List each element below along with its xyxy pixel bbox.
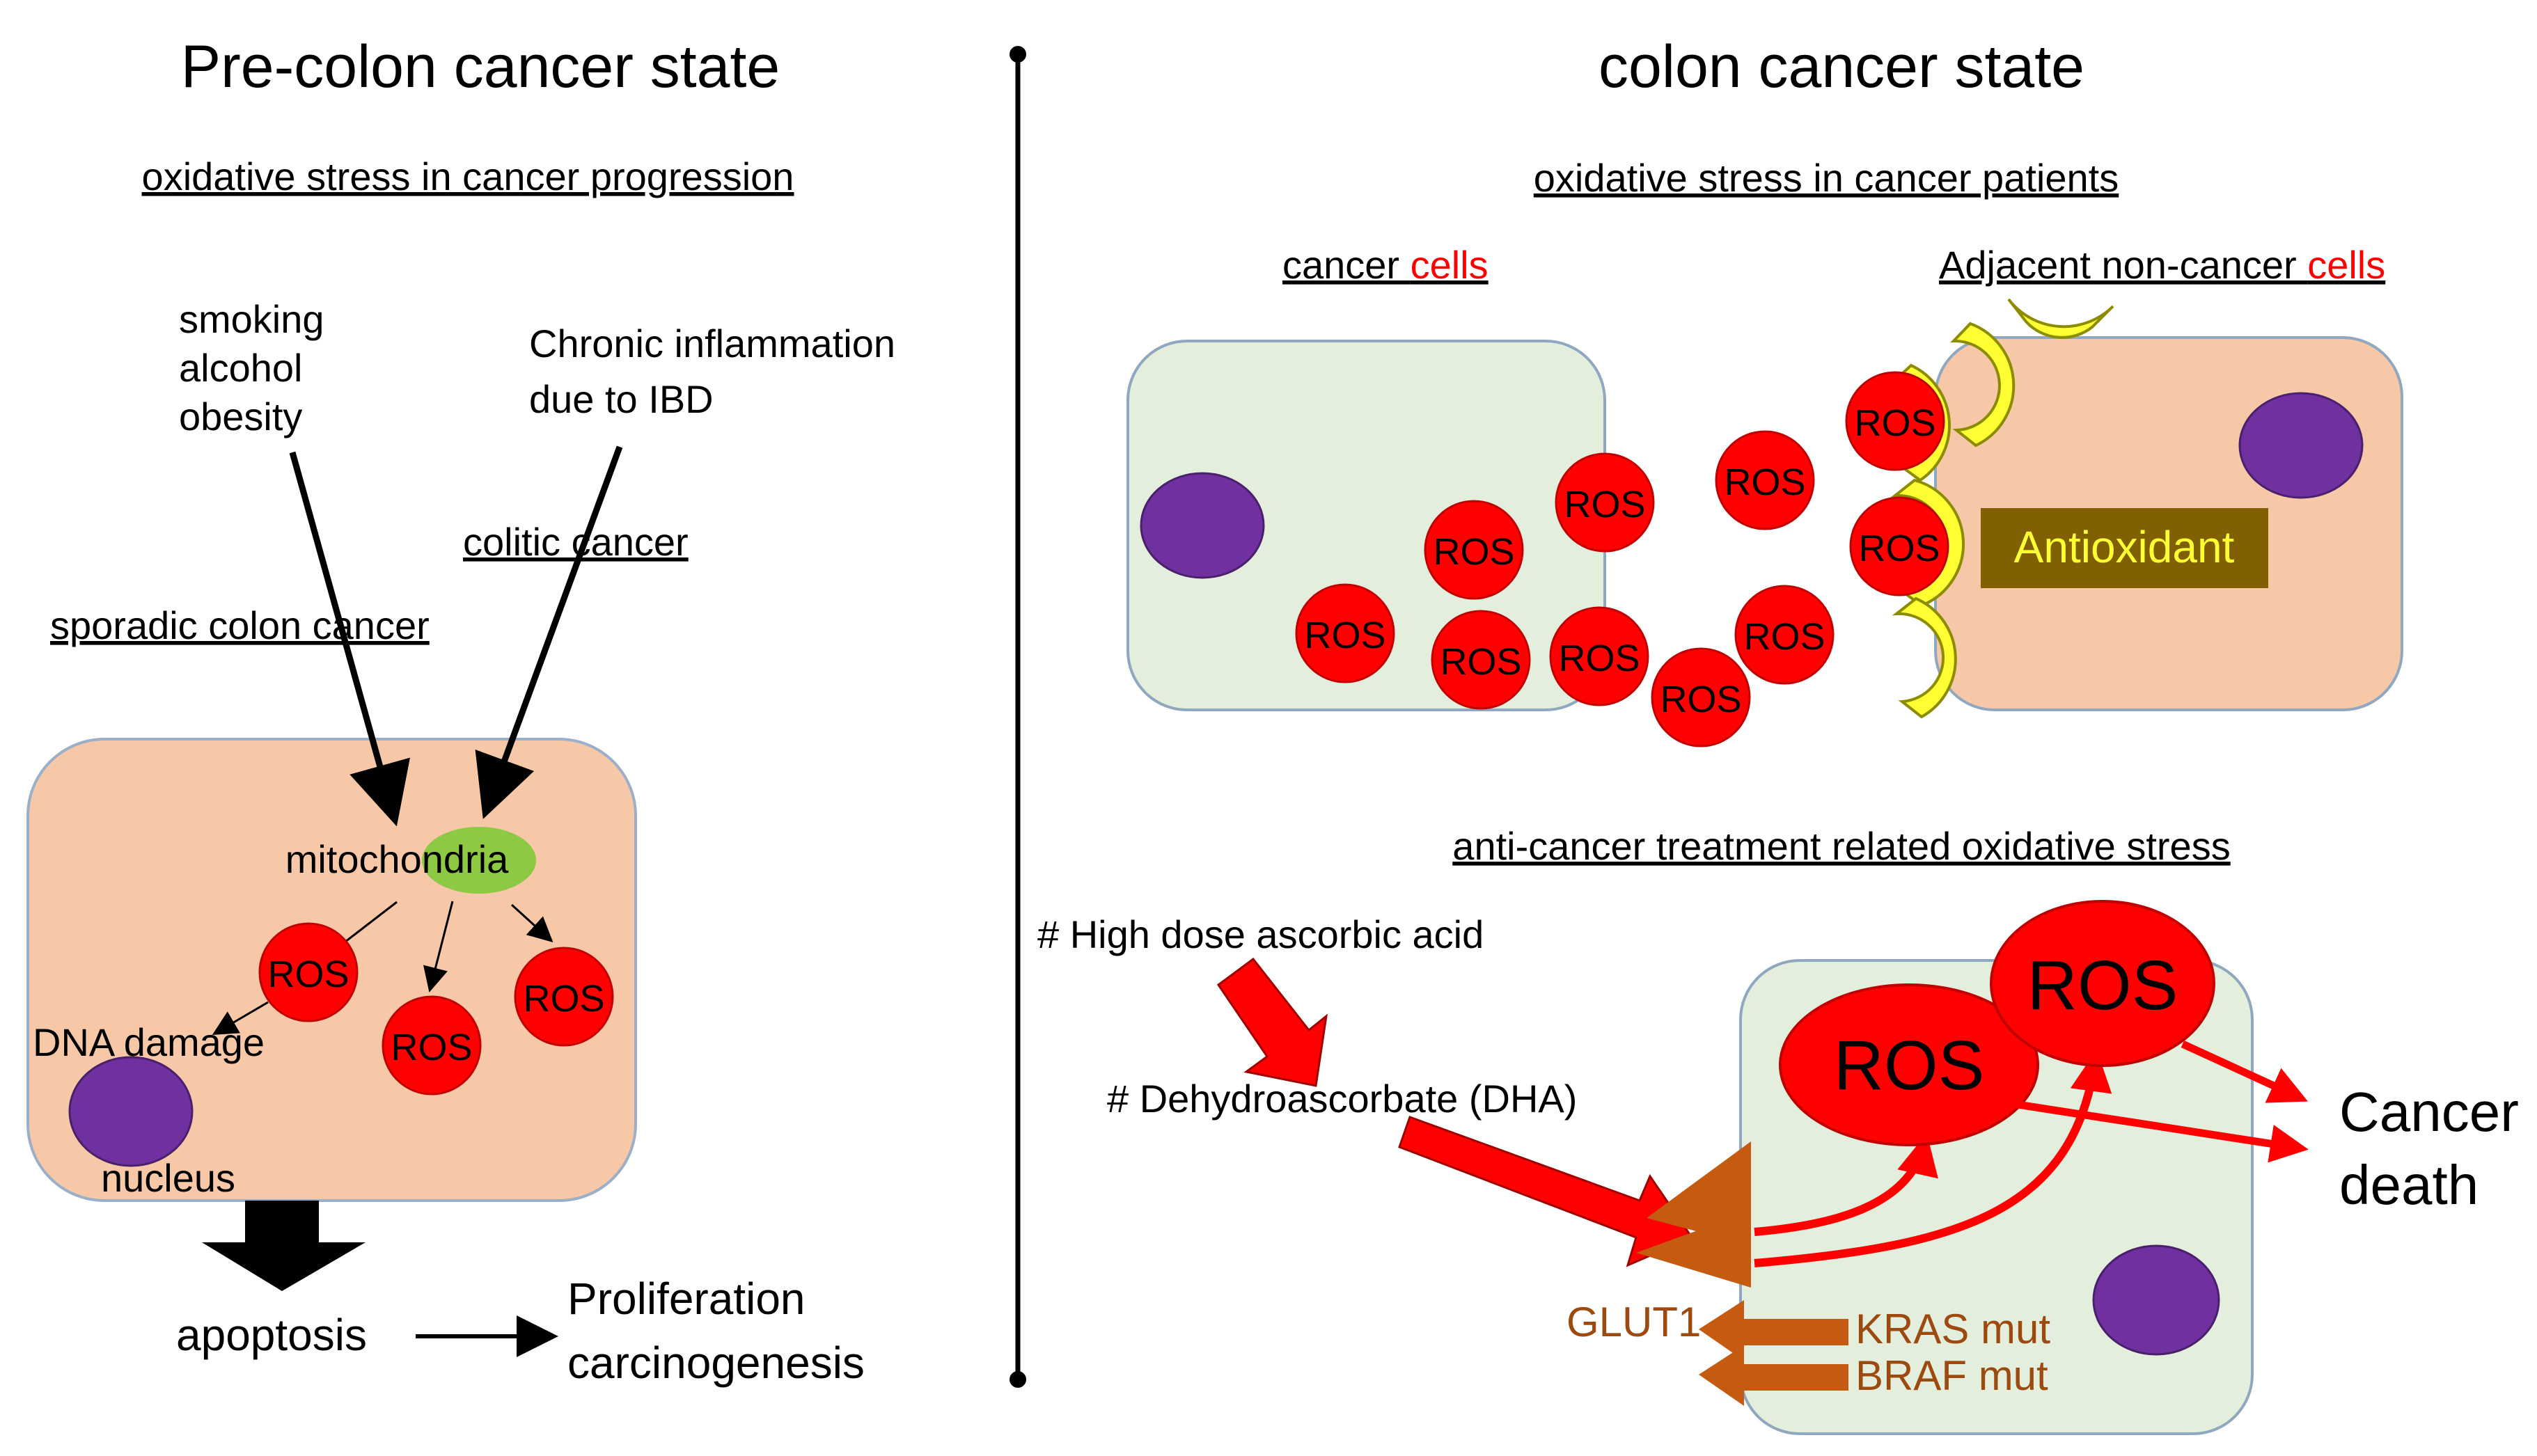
cancer-death-line1: Cancer: [2339, 1081, 2519, 1143]
svg-text:ROS: ROS: [523, 978, 604, 1020]
ros-molecule: ROS: [1845, 371, 1945, 471]
inflammation-label: Chronic inflammation due to IBD: [529, 322, 895, 421]
mitochondria-organelle: [422, 827, 536, 894]
ros-to-dna-arrow: [212, 1001, 269, 1036]
ros-molecule: ROS: [1715, 430, 1815, 530]
dna-damage-label: DNA damage: [33, 1020, 265, 1064]
svg-text:ROS: ROS: [1558, 638, 1640, 679]
adjacent-cells-label: Adjacent non-cancer cells: [1939, 243, 2385, 287]
inflammation-line2: due to IBD: [529, 377, 714, 421]
cancer-death-line2: death: [2339, 1154, 2479, 1216]
divider-end: [1010, 1371, 1026, 1388]
glut1-to-ros-arrow: [1754, 1133, 1938, 1236]
antioxidant-box: [1981, 508, 2268, 588]
mitochondria-label: mitochondria: [285, 837, 509, 881]
svg-text:ROS: ROS: [1724, 461, 1805, 503]
svg-text:ROS: ROS: [1564, 484, 1645, 525]
svg-text:ROS: ROS: [391, 1027, 472, 1068]
ros-molecule: ROS: [1549, 606, 1649, 706]
ros-molecule: ROS: [1651, 647, 1751, 747]
svg-text:ROS: ROS: [1854, 402, 1935, 444]
mito-to-ros-arrow: [510, 903, 553, 943]
svg-text:ROS: ROS: [1858, 528, 1940, 569]
divider-end: [1010, 46, 1026, 63]
inflammation-arrow: [475, 445, 623, 819]
sporadic-cancer-label: sporadic colon cancer: [50, 603, 430, 647]
factor-arrow: [289, 451, 411, 827]
factor-obesity: obesity: [179, 395, 302, 438]
nucleus-organelle: [68, 1056, 194, 1167]
inflammation-line1: Chronic inflammation: [529, 322, 895, 365]
factor-smoking: smoking: [179, 297, 324, 341]
svg-text:ROS: ROS: [1660, 679, 1741, 720]
treatment-subtitle: anti-cancer treatment related oxidative …: [1452, 824, 2230, 868]
glut1-transporter: [1647, 1141, 1751, 1246]
svg-text:ROS: ROS: [1433, 531, 1514, 573]
apoptosis-label: apoptosis: [176, 1310, 367, 1360]
ros-molecule: ROS: [382, 995, 482, 1095]
braf-to-glut1-arrow: [1699, 1345, 1848, 1406]
svg-text:ROS: ROS: [267, 953, 349, 995]
ros-molecule: ROS: [1555, 452, 1655, 553]
ros-molecule-large: ROS: [1990, 900, 2215, 1067]
ros-molecule: ROS: [514, 947, 614, 1047]
proliferation-label: Proliferation: [567, 1274, 806, 1324]
svg-text:ROS: ROS: [2027, 947, 2178, 1024]
ros-molecule-large: ROS: [1779, 983, 2039, 1146]
ascorbic-to-dha-arrow: [1216, 957, 1328, 1087]
right-subtitle: oxidative stress in cancer patients: [1534, 156, 2119, 200]
dha-label: # Dehydroascorbate (DHA): [1107, 1077, 1577, 1121]
kras-label: KRAS mut: [1855, 1306, 2050, 1352]
treatment-nucleus: [2092, 1244, 2220, 1356]
kras-to-glut1-arrow: [1699, 1300, 1848, 1361]
factor-alcohol: alcohol: [179, 346, 302, 390]
ros-molecule: ROS: [1849, 496, 1949, 596]
ros-molecule: ROS: [1295, 583, 1395, 683]
braf-label: BRAF mut: [1855, 1352, 2048, 1399]
svg-text:ROS: ROS: [1743, 616, 1825, 658]
glut1-label: GLUT1: [1566, 1299, 1701, 1345]
ros-molecule: ROS: [1431, 610, 1531, 710]
left-subtitle: oxidative stress in cancer progression: [142, 155, 794, 198]
cancer-cells-label: cancer cells: [1282, 243, 1489, 287]
lifestyle-factors: smoking alcohol obesity: [179, 297, 324, 438]
ros-to-death-arrow: [2181, 1040, 2308, 1103]
svg-text:ROS: ROS: [1834, 1027, 1985, 1105]
dha-to-glut1-arrow: [1398, 1116, 1694, 1267]
ros-to-death-arrow: [2008, 1099, 2309, 1163]
glut1-transporter: [1636, 1211, 1751, 1288]
ros-molecule: ROS: [258, 922, 359, 1022]
nucleus-label: nucleus: [101, 1156, 235, 1200]
mito-to-ros-arrow: [338, 901, 398, 948]
mito-to-ros-arrow: [423, 901, 454, 992]
cancer-nucleus: [1140, 472, 1265, 579]
apoptosis-arrow: [202, 1201, 366, 1291]
antioxidant-label: Antioxidant: [2014, 522, 2235, 572]
colitic-cancer-label: colitic cancer: [463, 520, 689, 564]
adjacent-nucleus: [2238, 392, 2364, 499]
carcinogenesis-label: carcinogenesis: [567, 1338, 865, 1388]
ros-molecule: ROS: [1424, 500, 1524, 600]
right-title: colon cancer state: [1599, 33, 2084, 100]
left-title: Pre-colon cancer state: [181, 33, 780, 100]
ascorbic-acid-label: # High dose ascorbic acid: [1037, 912, 1484, 956]
ros-molecule: ROS: [1734, 585, 1835, 685]
svg-text:ROS: ROS: [1440, 641, 1521, 683]
svg-text:ROS: ROS: [1304, 615, 1385, 656]
